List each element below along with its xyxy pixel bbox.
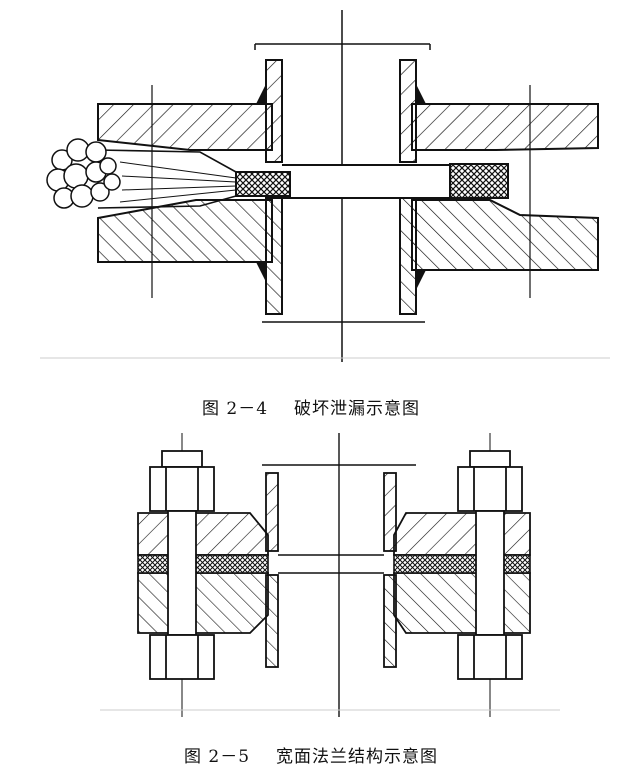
upper-flange-right <box>393 512 531 556</box>
figure-number: 图 2－5 <box>183 747 251 767</box>
wide-gasket-right <box>393 554 531 574</box>
figure-caption-2-4: 图 2－4 破坏泄漏示意图 <box>0 394 622 419</box>
pipe-wall-lower-right <box>399 197 417 315</box>
gasket-right <box>449 163 509 199</box>
lower-flange-right <box>393 572 531 634</box>
upper-flange-left <box>97 103 273 151</box>
figure-2-4 <box>0 0 622 370</box>
lower-flange-left <box>97 199 273 263</box>
leak-cloud-icon <box>46 138 121 209</box>
leak-jet <box>119 161 237 203</box>
figure-title: 宽面法兰结构示意图 <box>276 747 439 767</box>
flange-leak-drawing <box>40 10 610 362</box>
bolt-left <box>149 450 215 680</box>
figure-title: 破坏泄漏示意图 <box>294 399 421 419</box>
upper-flange-right <box>411 103 599 151</box>
pipe-wall-upper-right <box>399 59 417 163</box>
lower-flange-right <box>411 199 599 271</box>
gasket-left-displaced <box>235 171 291 197</box>
pipe-wall-lower-left <box>265 197 283 315</box>
figure-2-5 <box>0 425 622 725</box>
lower-flange-left <box>137 572 269 634</box>
pipe-wall-upper-left <box>265 59 283 163</box>
bolt-right <box>457 450 523 680</box>
upper-flange-left <box>137 512 269 556</box>
wide-gasket-left <box>137 554 269 574</box>
wide-face-flange-drawing <box>100 433 560 717</box>
figure-number: 图 2－4 <box>201 399 269 419</box>
figure-caption-2-5: 图 2－5 宽面法兰结构示意图 <box>0 742 622 767</box>
